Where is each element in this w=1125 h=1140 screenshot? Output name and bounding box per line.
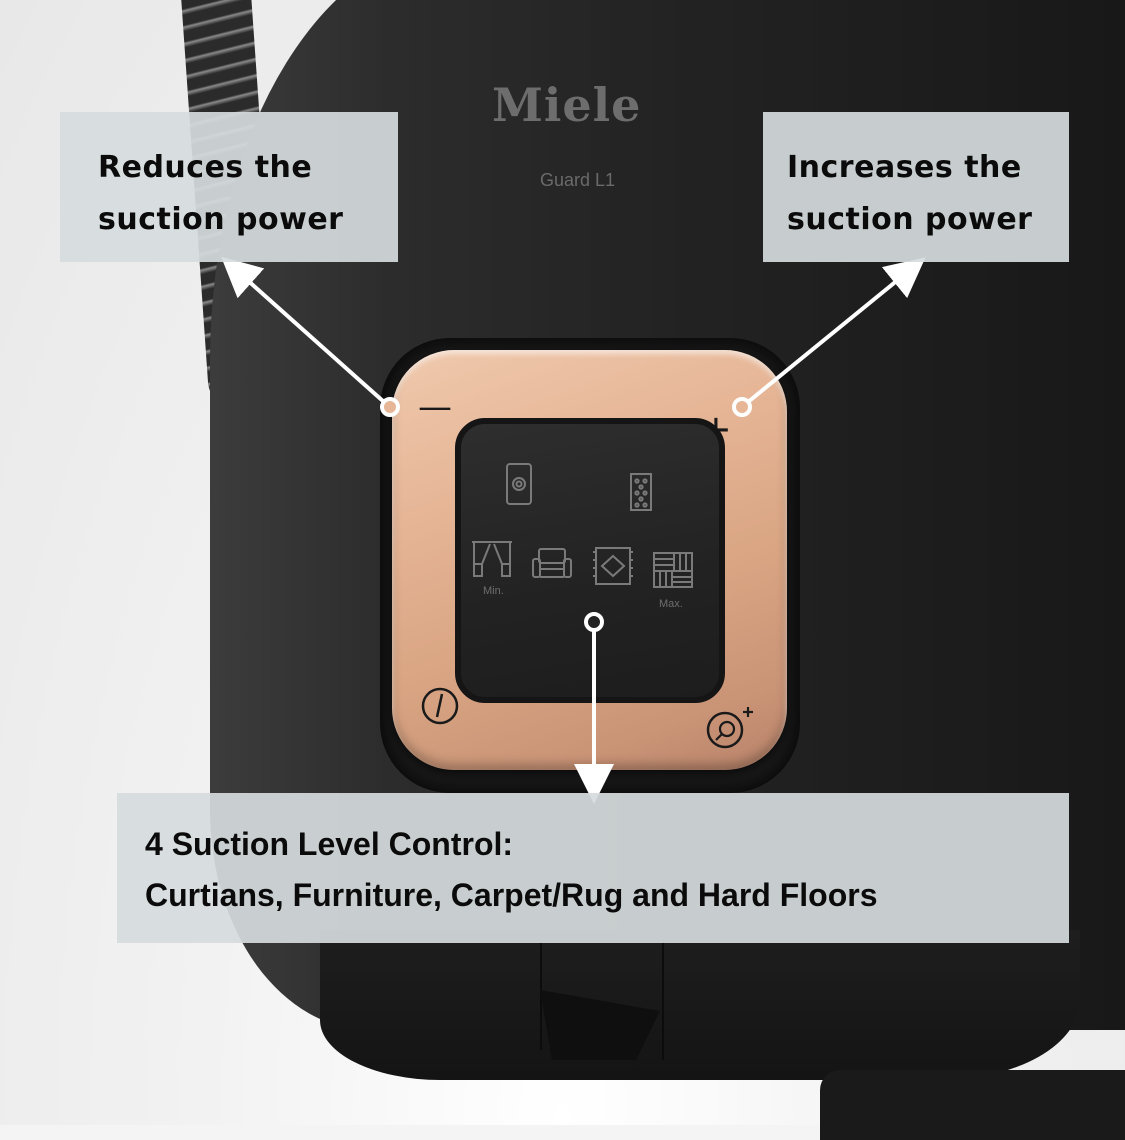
- filter-icon: [630, 473, 652, 511]
- body-seam: [662, 940, 664, 1060]
- min-label: Min.: [483, 585, 504, 597]
- vacuum-foot: [820, 1070, 1125, 1140]
- callout-increase-suction: Increases the suction power: [763, 112, 1069, 262]
- brand-logo: Miele: [492, 78, 642, 132]
- callout-bottom-heading: 4 Suction Level Control:: [145, 826, 514, 862]
- callout-right-line1: Increases the: [787, 150, 1022, 185]
- callout-left-line2: suction power: [98, 202, 344, 237]
- furniture-icon[interactable]: [531, 547, 573, 581]
- plug-plus-icon: [706, 707, 753, 749]
- max-label: Max.: [659, 598, 683, 610]
- power-button[interactable]: [418, 684, 462, 731]
- model-name: Guard L1: [540, 170, 616, 190]
- callout-left-line1: Reduces the: [98, 150, 313, 185]
- callout-right-line2: suction power: [787, 202, 1033, 237]
- callout-reduce-suction: Reduces the suction power: [60, 112, 398, 262]
- turbo-button[interactable]: [703, 702, 759, 755]
- callout-bottom-body: Curtians, Furniture, Carpet/Rug and Hard…: [145, 877, 878, 913]
- carpet-rug-icon[interactable]: [592, 546, 634, 586]
- callout-suction-levels: 4 Suction Level Control: Curtians, Furni…: [117, 793, 1069, 943]
- minus-icon: —: [418, 387, 452, 427]
- hard-floor-icon[interactable]: [652, 551, 694, 589]
- vacuum-base: [320, 930, 1080, 1080]
- dustbag-icon: [506, 463, 532, 505]
- curtains-icon[interactable]: [471, 540, 513, 580]
- minus-button[interactable]: —: [418, 390, 452, 424]
- power-icon: [421, 687, 459, 725]
